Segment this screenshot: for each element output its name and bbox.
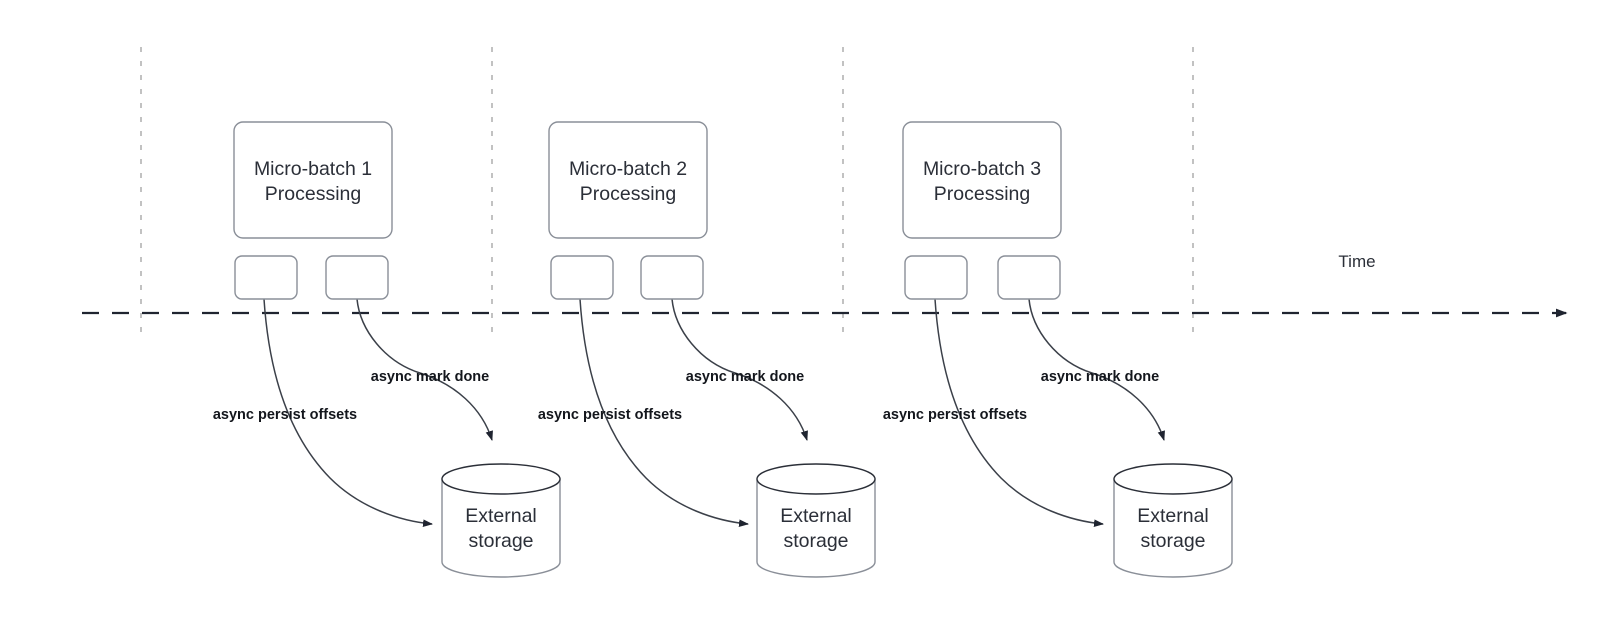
- edges-group: [263, 298, 1165, 527]
- batch-box-label-line1: Micro-batch 3: [923, 158, 1041, 180]
- batch-box-micro-batch-2: Micro-batch 2 Processing: [548, 121, 708, 239]
- task-box-task-2a: [550, 255, 614, 300]
- edge-label-persist-offsets-1: async persist offsets: [213, 407, 357, 423]
- task-box-task-2b: [640, 255, 704, 300]
- storage-cylinder-micro-batch-3: External storage: [1113, 463, 1233, 578]
- task-box-task-3a: [904, 255, 968, 300]
- storage-label-line1: External: [465, 505, 537, 527]
- storage-label-line1: External: [1137, 505, 1209, 527]
- gridlines-group: [140, 47, 1194, 333]
- storage-label-line2: storage: [468, 530, 533, 552]
- batch-box-micro-batch-1: Micro-batch 1 Processing: [233, 121, 393, 239]
- cylinder-body: [441, 478, 561, 578]
- edge-persist-offsets-1: [263, 298, 433, 527]
- timeline-axis-label: Time: [1338, 252, 1375, 271]
- edge-label-persist-offsets-3: async persist offsets: [883, 407, 1027, 423]
- batch-box-label-line2: Processing: [580, 183, 676, 205]
- edge-mark-done-2: [671, 298, 808, 441]
- storage-label-line1: External: [780, 505, 852, 527]
- cylinder-top-ellipse: [756, 463, 876, 495]
- edge-label-mark-done-1: async mark done: [371, 369, 489, 385]
- cylinder-top-ellipse: [1113, 463, 1233, 495]
- batch-box-micro-batch-3: Micro-batch 3 Processing: [902, 121, 1062, 239]
- batch-box-shape: [902, 121, 1062, 239]
- edge-label-mark-done-2: async mark done: [686, 369, 804, 385]
- batch-box-shape: [548, 121, 708, 239]
- edge-persist-offsets-2: [579, 298, 749, 527]
- edge-mark-done-1: [356, 298, 493, 441]
- edge-label-persist-offsets-2: async persist offsets: [538, 407, 682, 423]
- task-box-task-3b: [997, 255, 1061, 300]
- edge-labels-group: async persist offsets async mark done asyn…: [213, 369, 1159, 423]
- cylinder-body: [756, 478, 876, 578]
- edge-label-mark-done-3: async mark done: [1041, 369, 1159, 385]
- edge-mark-done-3: [1028, 298, 1165, 441]
- storage-cylinder-micro-batch-1: External storage: [441, 463, 561, 578]
- batch-box-shape: [233, 121, 393, 239]
- cylinder-top-ellipse: [441, 463, 561, 495]
- task-box-task-1b: [325, 255, 389, 300]
- batch-box-label-line1: Micro-batch 2: [569, 158, 687, 180]
- edge-persist-offsets-3: [934, 298, 1104, 527]
- timeline-axis-group: Time: [82, 252, 1568, 318]
- batch-box-label-line2: Processing: [265, 183, 361, 205]
- batch-box-label-line1: Micro-batch 1: [254, 158, 372, 180]
- storage-label-line2: storage: [1140, 530, 1205, 552]
- cylinder-body: [1113, 478, 1233, 578]
- storage-cylinder-micro-batch-2: External storage: [756, 463, 876, 578]
- storage-label-line2: storage: [783, 530, 848, 552]
- batch-box-label-line2: Processing: [934, 183, 1030, 205]
- task-box-task-1a: [234, 255, 298, 300]
